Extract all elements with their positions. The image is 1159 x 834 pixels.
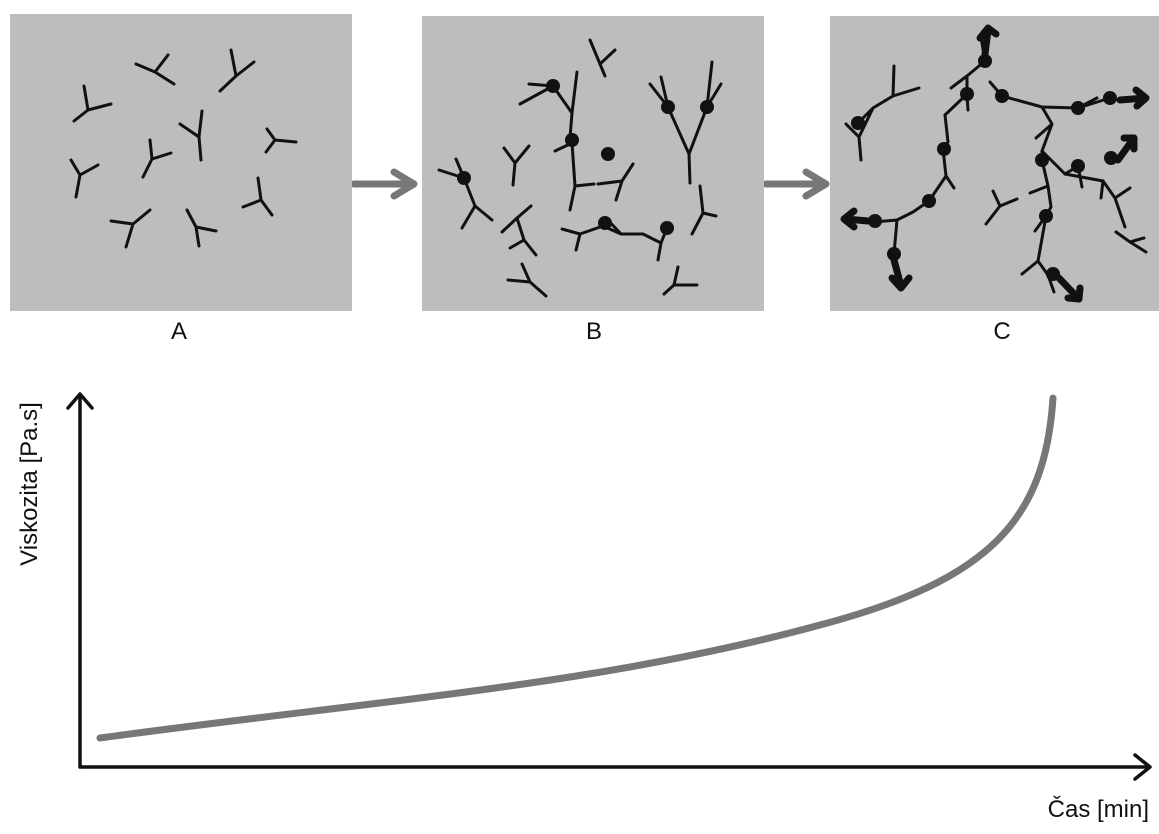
panel-label-c: C xyxy=(993,318,1011,345)
y-axis-arrowhead-icon xyxy=(66,392,94,410)
network-illustration xyxy=(840,24,1150,303)
panel-b-oligomers xyxy=(422,16,764,311)
step-arrow-icon xyxy=(764,168,830,200)
viscosity-curve xyxy=(96,394,1057,742)
x-axis-arrowhead-icon xyxy=(1133,753,1152,781)
monomer-illustration xyxy=(69,48,298,249)
oligomer-illustration xyxy=(437,38,723,298)
step-arrow-icon xyxy=(352,168,418,200)
panel-a-monomers xyxy=(10,14,352,311)
panel-c-network xyxy=(830,16,1159,311)
graph-axes xyxy=(66,392,1152,781)
x-axis-label: Čas [min] xyxy=(1047,796,1149,823)
viscosity-graph xyxy=(66,392,1152,781)
y-axis-label: Viskozita [Pa.s] xyxy=(16,402,43,566)
panel-label-a: A xyxy=(170,318,187,345)
panel-label-b: B xyxy=(585,318,602,345)
